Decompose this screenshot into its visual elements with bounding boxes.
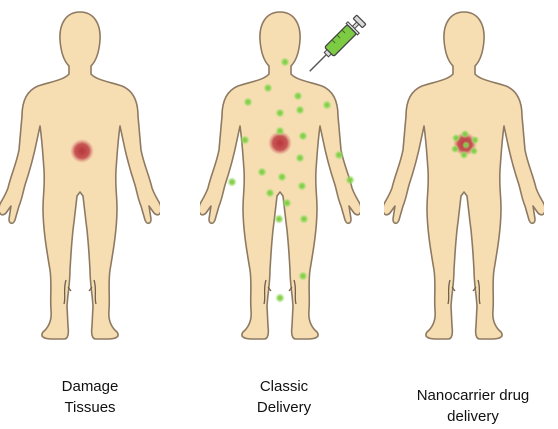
nanocarrier-particle: [462, 141, 470, 149]
panel-classic-delivery: [199, 12, 367, 339]
drug-particle: [265, 188, 275, 198]
drug-particle: [275, 293, 285, 303]
nanocarrier-particle: [460, 151, 469, 160]
damaged-tissue-spot: [70, 139, 94, 163]
syringe-icon: [304, 14, 367, 77]
panel-nanocarrier-delivery: [383, 12, 545, 339]
drug-particle: [298, 131, 308, 141]
drug-particle: [280, 57, 290, 67]
nanocarrier-particle: [470, 147, 479, 156]
caption-line: Nanocarrier drug: [398, 385, 548, 406]
drug-particle: [322, 100, 332, 110]
drug-particle: [295, 153, 305, 163]
drug-particle: [257, 167, 267, 177]
caption-line: Damage: [15, 376, 165, 397]
caption-line: Classic: [209, 376, 359, 397]
drug-particle: [227, 177, 237, 187]
drug-particle: [240, 135, 250, 145]
drug-particle: [299, 214, 309, 224]
drug-particle: [277, 172, 287, 182]
drug-particle: [293, 91, 303, 101]
drug-particle: [275, 108, 285, 118]
caption-nanocarrier-delivery: Nanocarrier drug delivery: [398, 385, 548, 427]
caption-damage-tissues: Damage Tissues: [15, 376, 165, 418]
drug-particle: [282, 198, 292, 208]
drug-particle: [334, 150, 344, 160]
panel-damage-tissues: [0, 12, 161, 339]
drug-particle: [295, 105, 305, 115]
caption-line: Tissues: [15, 397, 165, 418]
drug-particle: [345, 175, 355, 185]
drug-particle: [243, 97, 253, 107]
nanocarrier-particle: [451, 145, 460, 154]
drug-particle: [298, 271, 308, 281]
drug-particle: [275, 126, 285, 136]
caption-line: Delivery: [209, 397, 359, 418]
drug-particle: [263, 83, 273, 93]
nanocarrier-particle: [471, 136, 480, 145]
human-body-figure: [0, 12, 161, 339]
caption-line: delivery: [398, 406, 548, 427]
caption-classic-delivery: Classic Delivery: [209, 376, 359, 418]
drug-particle: [297, 181, 307, 191]
drug-particle: [274, 214, 284, 224]
nanocarrier-particle: [452, 134, 461, 143]
human-body-figure: [383, 12, 545, 339]
nanocarrier-particle: [461, 130, 470, 139]
